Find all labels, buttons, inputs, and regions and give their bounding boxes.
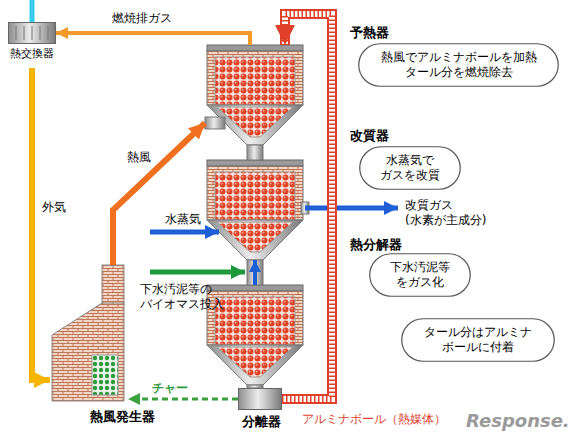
pipe-outer: [282, 14, 332, 399]
part-name: 改質器: [350, 128, 389, 144]
outside-air-intake: [30, 0, 35, 22]
biomass-arrow: [150, 270, 245, 275]
separator-box: 分離器: [238, 388, 282, 410]
ball-bed: [215, 297, 295, 345]
separator-box-outline: [238, 388, 282, 410]
ball-bed: [217, 347, 293, 377]
exchanger-body: [9, 23, 56, 44]
part-name: 予熱器: [350, 25, 389, 41]
flow-connector: [56, 33, 250, 45]
ball-bed: [217, 222, 293, 252]
heat-exchanger-outline: [8, 22, 56, 68]
pipe-hatch: [282, 14, 332, 399]
flow-line: [32, 68, 50, 380]
reactor-vessel-outline: [205, 45, 305, 145]
callout-text: 下水汚泥等 をガス化: [387, 260, 453, 290]
callout-text: 水蒸気で ガスを改質: [377, 153, 443, 183]
label-holder: 水蒸気: [165, 212, 201, 227]
neck-pipe: [247, 260, 263, 285]
vessel-wall: [207, 51, 303, 105]
separator-body: [239, 389, 282, 410]
callout-outline: [360, 147, 461, 190]
edge-label-holder: 熱風: [125, 150, 153, 165]
edge-label: 燃焼排ガス: [110, 11, 174, 26]
callout-outline: [359, 44, 559, 87]
edge-label-holder: チャー: [150, 381, 190, 396]
vessel-cap: [207, 160, 303, 166]
reactor-vessel: 改質器: [205, 160, 305, 260]
flow-line: [128, 398, 238, 401]
ball-bed: [217, 107, 293, 137]
vessel-cone: [207, 105, 303, 145]
inlet-pipe: [205, 117, 225, 129]
gas-outlet-arrow: [305, 206, 398, 211]
neck-pipe: [247, 145, 263, 160]
edge-label-holder: アルミナボール（熱媒体）: [300, 412, 448, 427]
steam-arrow: [150, 230, 219, 235]
char-bed: [92, 355, 118, 395]
edge-label: チャー: [150, 381, 190, 396]
callout-bubble: タール分はアルミナ ボールに付着: [401, 318, 555, 362]
vessel-cone: [207, 220, 303, 260]
annotation: 下水汚泥等の バイオマス投入: [140, 282, 230, 312]
outlet-pipe: [301, 202, 309, 214]
part-name: 熱風発生器: [90, 409, 155, 425]
ball-bed: [215, 172, 295, 220]
label-holder: 下水汚泥等の バイオマス投入: [140, 282, 230, 312]
callout-bubble: 水蒸気で ガスを改質: [359, 146, 461, 190]
label-holder: Response.: [466, 410, 570, 433]
pipe-inner: [282, 14, 332, 399]
callout-text: タール分はアルミナ ボールに付着: [419, 325, 537, 355]
chimney: [102, 265, 124, 305]
flow-line: [56, 33, 250, 45]
reactor-vessel-outline: [205, 160, 305, 260]
reactor-vessel: 予熱器: [205, 45, 305, 145]
edge-label-holder: 燃焼排ガス: [110, 11, 174, 26]
hot-air-generator-outline: [50, 265, 128, 403]
vessel-cap: [207, 45, 303, 51]
part-name: 分離器: [242, 414, 281, 430]
furnace-body: [52, 303, 124, 401]
exchanger-fins: [16, 26, 48, 40]
ball-bed: [215, 57, 295, 105]
callout-text: 熱風でアルミナボールを加熱 タール分を燃焼除去: [376, 50, 541, 80]
vessel-wall: [207, 166, 303, 220]
flow-connector: [282, 14, 332, 399]
callout-bubble: 熱風でアルミナボールを加熱 タール分を燃焼除去: [358, 43, 559, 87]
heat-exchanger: 熱交換器: [8, 22, 56, 68]
flow-line: [253, 260, 257, 285]
label-holder: 改質ガス (水素が主成分): [405, 198, 497, 228]
edge-label-holder: 外気: [40, 200, 68, 215]
callout-outline: [402, 319, 555, 362]
vessel-cone: [207, 345, 303, 385]
hot-air-generator: 熱風発生器: [50, 265, 128, 403]
vessel-cap: [207, 285, 303, 291]
edge-label: アルミナボール（熱媒体）: [300, 412, 448, 427]
part-name: 熱分解器: [350, 237, 402, 253]
edge-label: 熱風: [125, 150, 153, 165]
part-name: 熱交換器: [8, 47, 56, 61]
annotation: 水蒸気: [165, 212, 201, 227]
flow-line: [113, 123, 205, 265]
callout-outline: [370, 254, 471, 297]
annotation: 改質ガス (水素が主成分): [405, 198, 497, 228]
callout-bubble: 下水汚泥等 をガス化: [369, 253, 471, 297]
flow-connector: [32, 68, 50, 380]
edge-label: 外気: [40, 200, 68, 215]
flow-connector: [128, 399, 238, 400]
watermark: Response.: [466, 410, 570, 433]
neck-pipe: [247, 385, 263, 388]
flow-connector: [255, 260, 256, 285]
flow-connector: [113, 123, 205, 265]
